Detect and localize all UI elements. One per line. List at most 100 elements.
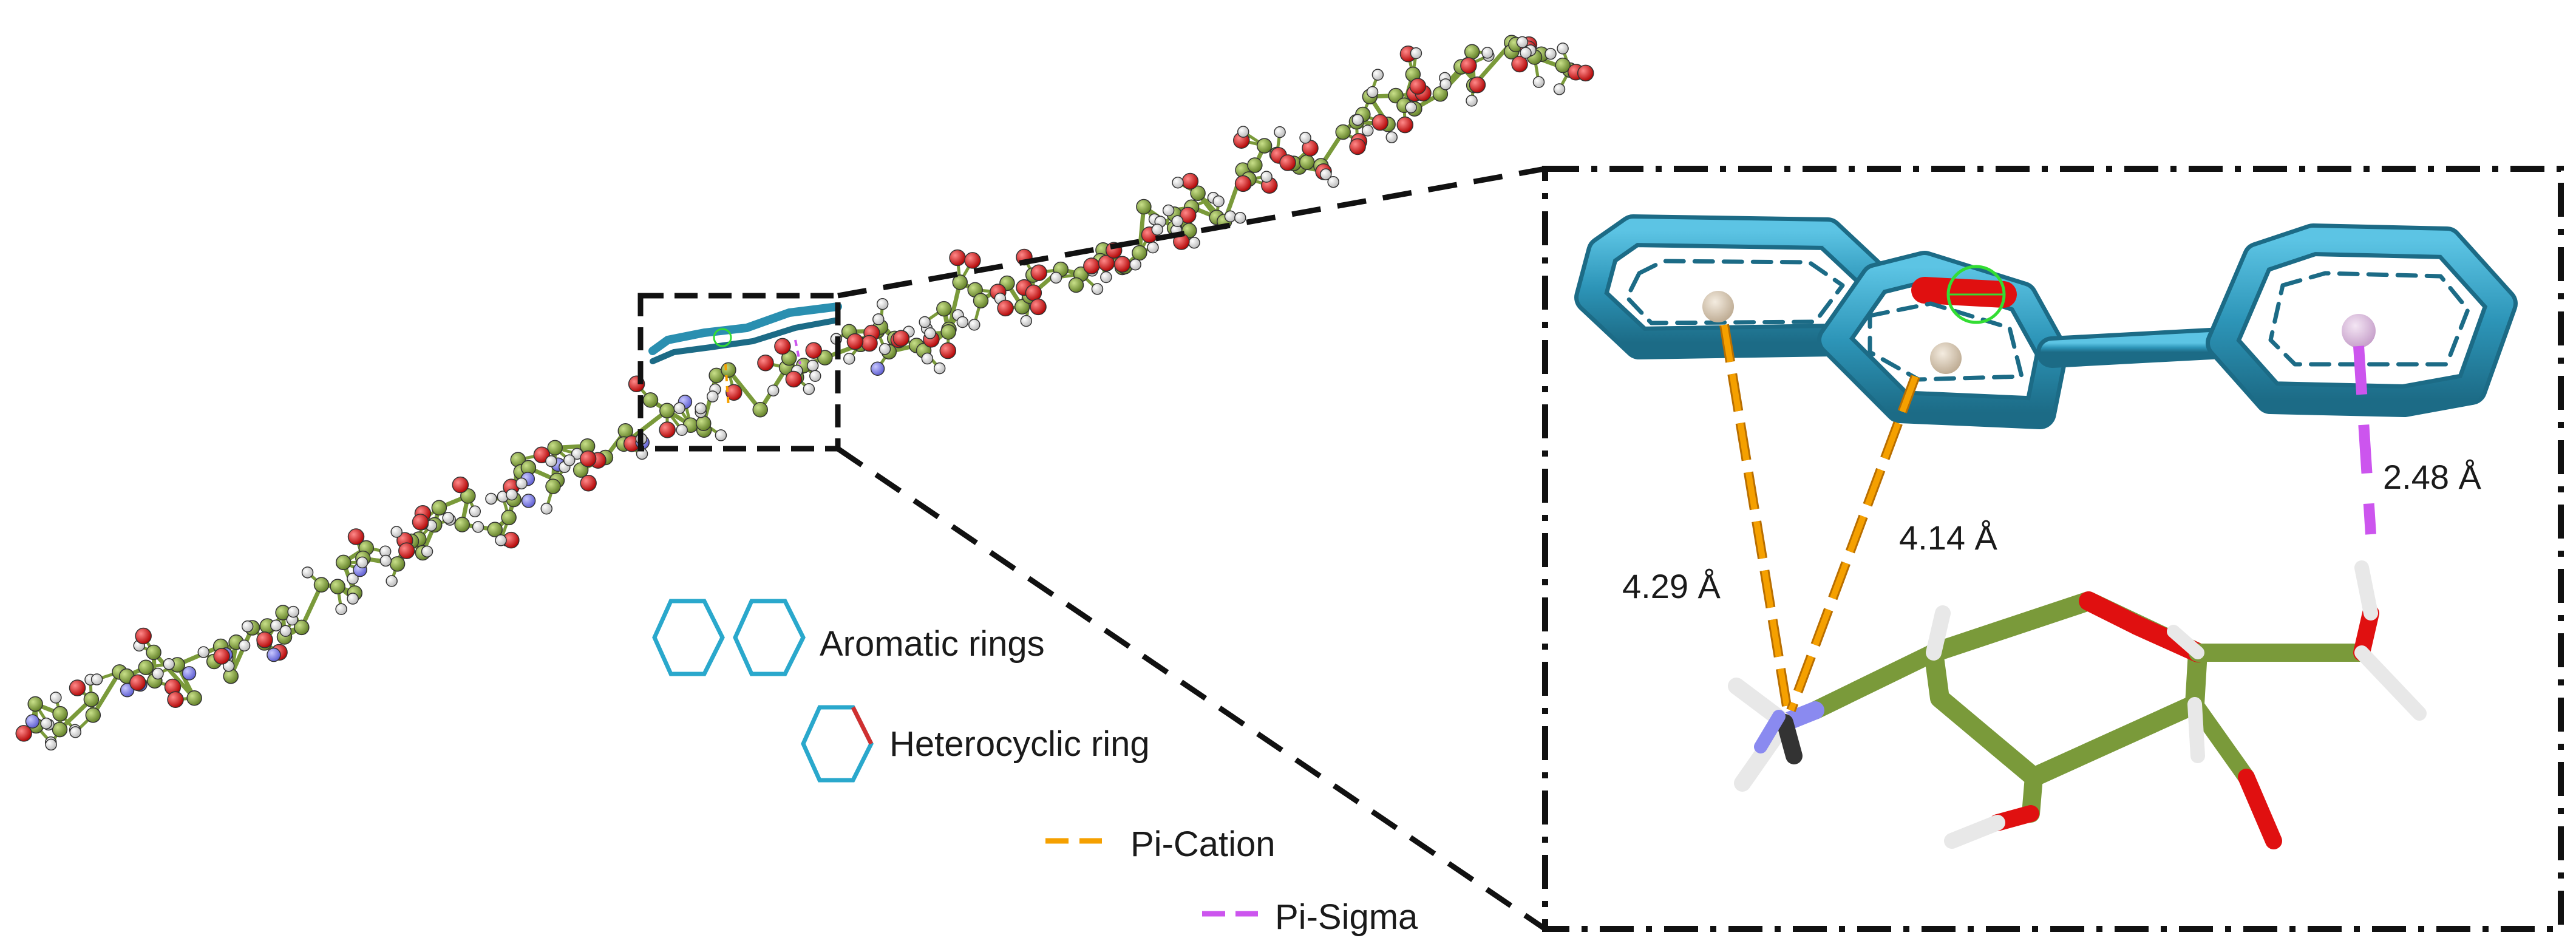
carbon-atom [1256, 138, 1273, 154]
hydrogen-atom [90, 673, 103, 685]
hydrogen-atom [270, 619, 282, 631]
hydrogen-atom [347, 573, 359, 585]
oxygen-atom [1396, 116, 1414, 134]
distance-label-1: 4.29 Å [1622, 567, 1721, 605]
hydrogen-atom [1151, 223, 1164, 236]
oxygen-atom [1098, 254, 1115, 272]
carbon-atom [460, 488, 476, 504]
carbon-atom [186, 690, 202, 706]
carbon-atom [1136, 199, 1152, 215]
hydrogen-atom [1129, 258, 1141, 271]
hydrogen-atom [806, 359, 819, 372]
hydrogen-atom [563, 454, 576, 466]
zoom-connector-top [837, 166, 1546, 299]
hydrogen-atom [152, 667, 164, 680]
oxygen-atom [1030, 298, 1047, 316]
hydrogen-atom [919, 316, 931, 328]
oxygen-atom [757, 354, 774, 372]
carbon-atom [146, 644, 161, 661]
carbon-atom [501, 509, 517, 526]
hydrogen-atom [1327, 175, 1339, 188]
hydrogen-atom [356, 556, 369, 569]
hydrogen-atom [1366, 86, 1379, 98]
hydrogen-atom [1481, 47, 1494, 59]
hydrogen-atom [924, 327, 936, 339]
carbon-atom [545, 478, 561, 494]
hydrogen-atom [1351, 114, 1364, 126]
carbon-atom [454, 517, 470, 532]
hydrogen-atom [515, 477, 528, 490]
oxygen-atom [861, 335, 878, 352]
bond [726, 367, 763, 412]
zoom-source-box [637, 293, 841, 452]
oxygen-atom [785, 370, 803, 388]
oxygen-atom [15, 725, 32, 742]
oxygen-atom [533, 446, 551, 463]
oxygen-atom [1180, 206, 1197, 224]
carbon-atom [952, 274, 968, 290]
hydrogen-atom [1147, 241, 1159, 254]
carbon-atom [973, 293, 989, 309]
hydrogen-atom [1260, 171, 1273, 183]
nitrogen-atom [521, 494, 536, 508]
hydrogen-atom [956, 316, 969, 328]
hydrogen-atom [715, 429, 727, 441]
hydrogen-atom [386, 575, 398, 587]
oxygen-atom [949, 249, 966, 267]
oxygen-atom [997, 299, 1014, 317]
oxygen-atom [167, 691, 184, 709]
hydrogen-atom [495, 534, 507, 546]
ligand-small-view [648, 302, 842, 407]
hydrogen-atom [287, 605, 299, 618]
hydrogen-atom [1274, 126, 1286, 138]
hydrogen-atom [506, 488, 518, 501]
oxygen-atom [1234, 175, 1252, 192]
oxygen-atom [1349, 138, 1366, 155]
hydrogen-atom [301, 566, 314, 579]
oxygen-atom [1025, 284, 1042, 302]
hydrogen-atom [238, 639, 251, 651]
oxygen-atom [805, 342, 823, 359]
carbon-atom [335, 554, 352, 571]
hydrogen-atom [279, 625, 292, 637]
hydrogen-atom [673, 402, 685, 414]
oxygen-atom [1460, 57, 1477, 74]
hydrogen-atom [69, 726, 81, 738]
hydrogen-atom [1020, 314, 1033, 327]
carbon-atom [27, 696, 43, 712]
legend: Aromatic rings Heterocyclic ring Pi-Cati… [652, 599, 1418, 937]
legend-pi-sigma-label: Pi-Sigma [1275, 897, 1418, 937]
hydrogen-atom [933, 362, 946, 375]
oxygen-atom [1113, 256, 1131, 273]
oxygen-atom [1577, 64, 1594, 82]
hydrogen-atom [1188, 237, 1200, 249]
zoom-frame [1542, 166, 2564, 932]
carbon-atom [487, 522, 503, 537]
distance-label-3: 2.48 Å [2383, 458, 2482, 496]
chitosan-polymer-chain [15, 35, 1594, 751]
oxygen-atom [135, 627, 152, 645]
hydrogen-atom [1237, 126, 1249, 138]
hydrogen-atom [1212, 195, 1225, 208]
hydrogen-atom [40, 717, 52, 730]
oxygen-atom [69, 679, 86, 696]
centroid-left-ring [1702, 291, 1734, 322]
hydrogen-atom [197, 646, 210, 658]
hydrogen-atom [45, 738, 57, 751]
oxygen-atom [579, 450, 597, 467]
hydrogen-atom [809, 370, 821, 382]
oxygen-atom [1181, 172, 1199, 190]
bond [299, 582, 324, 630]
oxygen-atom [964, 252, 981, 269]
bond [228, 625, 254, 679]
aromatic-ring-icon [652, 599, 806, 676]
oxygen-atom [659, 421, 676, 438]
oxygen-atom [412, 514, 429, 531]
nitrogen-atom [267, 647, 281, 662]
hydrogen-atom [1091, 283, 1104, 295]
hydrogen-atom [1439, 78, 1452, 90]
oxygen-atom [580, 474, 597, 492]
carbon-atom [659, 403, 675, 419]
carbon-atom [1555, 57, 1571, 73]
hydrogen-atom [1405, 101, 1417, 114]
